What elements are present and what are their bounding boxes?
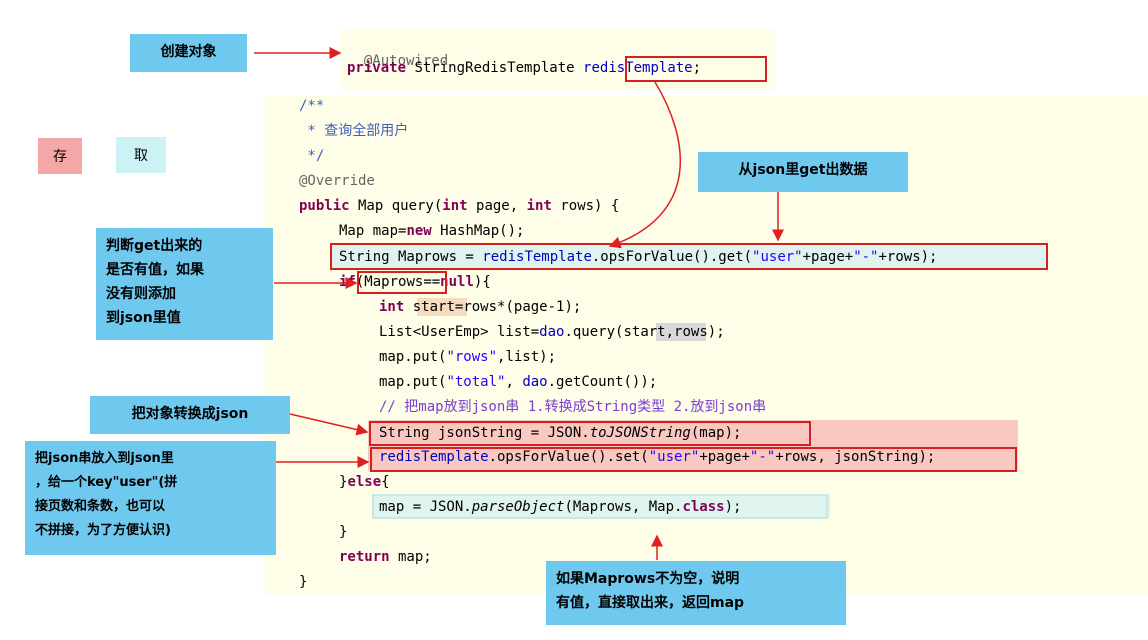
redbox-redistemplate-field [625, 56, 767, 82]
redbox-tojson [369, 421, 811, 446]
code-line: } [299, 574, 308, 590]
code-line: if(Maprows==null){ [339, 274, 491, 290]
fetch-button[interactable]: 取 [116, 137, 166, 173]
code-line: String jsonString = JSON.toJSONString(ma… [379, 425, 742, 441]
code-line: List<UserEmp> list=dao.query(start,rows)… [379, 324, 725, 340]
code-line-comment: // 把map放到json串 1.转换成String类型 2.放到json串 [379, 399, 767, 415]
code-line: map = JSON.parseObject(Maprows, Map.clas… [379, 499, 742, 515]
callout-check-value: 判断get出来的 是否有值，如果 没有则添加 到json里值 [96, 228, 273, 340]
code-line: String Maprows = redisTemplate.opsForVal… [339, 249, 938, 265]
code-line: @Override [299, 173, 375, 189]
code-line: map.put("rows",list); [379, 349, 557, 365]
code-line: redisTemplate.opsForValue().set("user"+p… [379, 449, 936, 465]
code-line: * 查询全部用户 [299, 123, 409, 139]
redbox-set-line [370, 447, 1017, 472]
code-line: Map map=new HashMap(); [339, 223, 525, 239]
redbox-parse-line [372, 494, 828, 519]
highlight-start-2 [656, 323, 706, 341]
redbox-maprows [357, 271, 447, 294]
callout-to-json: 把对象转换成json [90, 396, 290, 434]
code-line: /** [299, 98, 325, 114]
code-line: }else{ [339, 474, 390, 490]
callout-get-from-json: 从json里get出数据 [698, 152, 908, 192]
arrow-field-to-get [608, 81, 682, 249]
redbox-get-line [330, 243, 1048, 270]
code-line-field: private StringRedisTemplate redisTemplat… [347, 60, 702, 76]
code-line: public Map query(int page, int rows) { [299, 198, 620, 214]
arrow-to-json [289, 413, 369, 436]
code-line: int start=rows*(page-1); [379, 299, 582, 315]
code-line: } [339, 524, 348, 540]
callout-create-object: 创建对象 [130, 34, 247, 72]
callout-not-empty: 如果Maprows不为空，说明 有值，直接取出来，返回map [546, 561, 846, 625]
highlight-start [417, 298, 467, 316]
code-line: */ [299, 148, 325, 164]
highlight-parse [372, 494, 830, 518]
callout-put-json: 把json串放入到json里 ，给一个key"user"(拼 接页数和条数，也可… [25, 441, 276, 555]
highlight-get [331, 245, 1047, 269]
code-line: return map; [339, 549, 432, 565]
store-button[interactable]: 存 [38, 138, 82, 174]
code-line-autowired: @Autowired [363, 53, 449, 69]
code-line: map.put("total", dao.getCount()); [379, 374, 658, 390]
